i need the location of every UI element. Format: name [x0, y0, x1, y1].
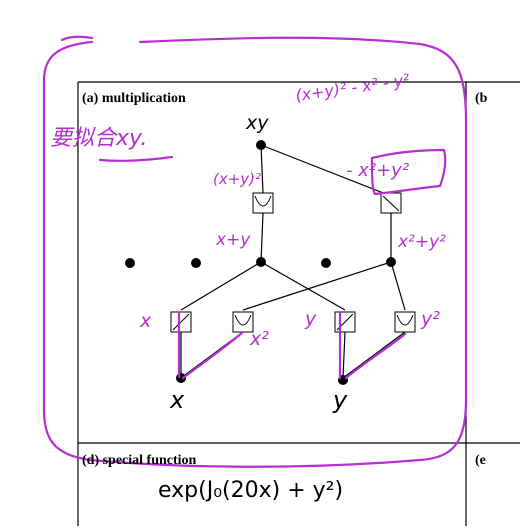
activation-curve-parabola — [396, 314, 414, 326]
output-label-xy: xy — [246, 112, 269, 134]
edge-sq-y — [390, 261, 406, 311]
annotation-x-input: x — [140, 310, 152, 332]
input-label-x: x — [170, 386, 185, 414]
activation-curve-negative — [382, 195, 400, 212]
annotation-sum: x+y — [216, 230, 251, 250]
edge-top-left — [260, 144, 264, 194]
annotation-stroke — [344, 332, 407, 380]
annotation-neg-squares: - x²+y² — [346, 160, 410, 181]
panel-title-multiplication: (a) multiplication — [82, 91, 186, 106]
activation-box-square-left — [252, 192, 274, 214]
edge-sum-x — [180, 261, 262, 311]
hidden-node-sum — [256, 257, 266, 267]
annotation-sum-squared: (x+y)² — [213, 170, 262, 188]
special-function-formula: exp(J₀(20x) + y²) — [158, 478, 344, 503]
annotation-underline — [98, 155, 174, 162]
edge-mid-left — [260, 212, 264, 263]
annotation-sum-of-squares: x²+y² — [398, 232, 446, 252]
annotation-loop — [60, 35, 94, 42]
annotation-box — [370, 148, 447, 196]
edge-sum-y — [260, 261, 346, 311]
hidden-node — [191, 258, 201, 268]
input-label-y: y — [333, 386, 348, 414]
panel-title-special-function: (d) special function — [82, 453, 197, 468]
hidden-node — [125, 258, 135, 268]
edge-y-sq — [342, 331, 406, 379]
edge-y-lin — [342, 331, 346, 379]
edge-top-right — [260, 144, 392, 197]
edge-sq-x — [242, 261, 392, 311]
activation-curve-parabola — [234, 314, 252, 326]
hidden-node — [321, 258, 331, 268]
annotation-y-squared: y² — [421, 308, 440, 330]
activation-curve-linear — [172, 313, 190, 331]
panel-title-b: (b — [475, 91, 488, 106]
annotation-x-squared: x² — [250, 328, 269, 350]
panel-title-e: (e — [475, 453, 486, 468]
annotation-loop — [42, 36, 468, 468]
output-node — [256, 140, 266, 150]
annotation-chinese-note: 要拟合xy. — [50, 126, 148, 151]
activation-box-square-y — [394, 311, 416, 333]
annotation-y-input: y — [305, 308, 317, 330]
hidden-node-squares — [386, 257, 396, 267]
annotation-stroke — [181, 330, 245, 380]
activation-curve-parabola — [254, 195, 272, 207]
